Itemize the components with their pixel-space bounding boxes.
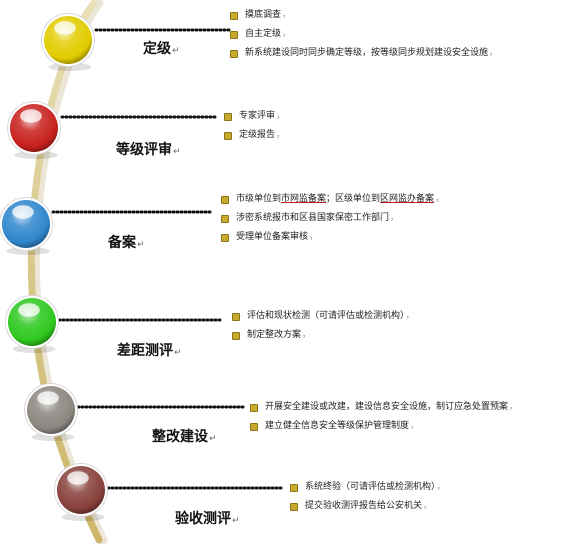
end-mark: ， bbox=[282, 29, 292, 39]
orb-highlight bbox=[20, 109, 42, 123]
end-mark: ， bbox=[405, 311, 415, 321]
paragraph-mark: ↵ bbox=[173, 147, 181, 157]
stage-item-text: 市网监备案 bbox=[281, 194, 327, 204]
stage-item: 系统终验（可请评估或检测机构）， bbox=[290, 478, 446, 497]
stage-item-list: 评估和现状检测（可请评估或检测机构），制定整改方案， bbox=[232, 307, 415, 345]
stage-title-text: 定级 bbox=[143, 41, 171, 57]
stage-item-text: 涉密系统报市和区县国家保密工作部门 bbox=[236, 213, 390, 223]
stage-title: 整改建设↵ bbox=[152, 426, 217, 446]
stage-item: 定级报告， bbox=[224, 126, 285, 145]
stage-item: 摸底调查， bbox=[230, 6, 498, 25]
stage-item: 评估和现状检测（可请评估或检测机构）， bbox=[232, 307, 415, 326]
end-mark: ， bbox=[423, 501, 433, 511]
bullet-icon bbox=[221, 196, 229, 204]
stage-orb bbox=[5, 295, 59, 353]
stage-orb bbox=[41, 13, 95, 71]
stage-item-text: 制定整改方案 bbox=[247, 330, 302, 340]
orb-highlight bbox=[18, 303, 40, 317]
orb-highlight bbox=[54, 21, 76, 35]
stage-item-list: 开展安全建设或改建，建设信息安全设施，制订应急处置预案，建立健全信息安全等级保护… bbox=[250, 398, 518, 436]
bullet-icon bbox=[230, 12, 238, 20]
bullet-icon bbox=[232, 313, 240, 321]
end-mark: ， bbox=[276, 130, 286, 140]
stage-title-text: 备案 bbox=[108, 235, 136, 251]
stage-item-text: ；区级单位到 bbox=[326, 194, 381, 204]
bullet-icon bbox=[290, 484, 298, 492]
stage-item: 建立健全信息安全等级保护管理制度， bbox=[250, 417, 518, 436]
end-mark: ， bbox=[410, 421, 420, 431]
stage-item: 开展安全建设或改建，建设信息安全设施，制订应急处置预案， bbox=[250, 398, 518, 417]
stage-title: 验收测评↵ bbox=[175, 508, 240, 528]
stage-item-text: 受理单位备案审核 bbox=[236, 232, 309, 242]
stage-item: 自主定级， bbox=[230, 25, 498, 44]
orb-highlight bbox=[67, 471, 89, 485]
end-mark: ， bbox=[390, 213, 400, 223]
track-shadow bbox=[30, 0, 108, 544]
stage-item: 新系统建设同时同步确定等级，按等级同步规划建设安全设施， bbox=[230, 44, 498, 63]
bullet-icon bbox=[221, 215, 229, 223]
stage-title-text: 差距测评 bbox=[117, 343, 173, 359]
bullet-icon bbox=[290, 503, 298, 511]
bullet-icon bbox=[221, 234, 229, 242]
stage-item-text: 新系统建设同时同步确定等级，按等级同步规划建设安全设施 bbox=[245, 48, 489, 58]
end-mark: ， bbox=[435, 194, 445, 204]
stage-title-text: 验收测评 bbox=[175, 511, 231, 527]
stage-item: 受理单位备案审核， bbox=[221, 228, 444, 247]
stage-title: 差距测评↵ bbox=[117, 340, 182, 360]
stage-item-text: 自主定级 bbox=[245, 29, 282, 39]
stage-title: 定级↵ bbox=[143, 38, 180, 58]
stage-item-text: 评估和现状检测（可请评估或检测机构） bbox=[247, 311, 405, 321]
bullet-icon bbox=[250, 404, 258, 412]
end-mark: ， bbox=[282, 10, 292, 20]
end-mark: ， bbox=[489, 48, 499, 58]
stage-title-text: 整改建设 bbox=[152, 429, 208, 445]
stage-item: 提交验收测评报告给公安机关， bbox=[290, 497, 446, 516]
paragraph-mark: ↵ bbox=[137, 240, 145, 250]
paragraph-mark: ↵ bbox=[232, 516, 240, 526]
stage-item-text: 提交验收测评报告给公安机关 bbox=[305, 501, 423, 511]
stage-title: 等级评审↵ bbox=[116, 139, 181, 159]
stage-item: 市级单位到市网监备案；区级单位到区网监办备案， bbox=[221, 190, 444, 209]
stage-item-list: 系统终验（可请评估或检测机构），提交验收测评报告给公安机关， bbox=[290, 478, 446, 516]
bullet-icon bbox=[230, 31, 238, 39]
stage-orb bbox=[0, 197, 53, 255]
paragraph-mark: ↵ bbox=[209, 434, 217, 444]
end-mark: ， bbox=[276, 111, 286, 121]
bullet-icon bbox=[224, 113, 232, 121]
stage-item: 专家评审， bbox=[224, 107, 285, 126]
stage-title: 备案↵ bbox=[108, 232, 145, 252]
stage-item: 涉密系统报市和区县国家保密工作部门， bbox=[221, 209, 444, 228]
paragraph-mark: ↵ bbox=[172, 46, 180, 56]
end-mark: ， bbox=[302, 330, 312, 340]
end-mark: ， bbox=[509, 402, 519, 412]
stage-item-text: 区网监办备案 bbox=[380, 194, 435, 204]
orb-highlight bbox=[12, 205, 34, 219]
stage-orb bbox=[54, 463, 108, 521]
bullet-icon bbox=[250, 423, 258, 431]
paragraph-mark: ↵ bbox=[174, 348, 182, 358]
stage-item-list: 专家评审，定级报告， bbox=[224, 107, 285, 145]
stage-item-text: 系统终验（可请评估或检测机构） bbox=[305, 482, 436, 492]
stage-orb bbox=[7, 101, 61, 159]
stage-item-list: 市级单位到市网监备案；区级单位到区网监办备案，涉密系统报市和区县国家保密工作部门… bbox=[221, 190, 444, 247]
end-mark: ， bbox=[309, 232, 319, 242]
bullet-icon bbox=[224, 132, 232, 140]
bullet-icon bbox=[230, 50, 238, 58]
stage-orb bbox=[24, 383, 78, 441]
stage-item-text: 市级单位到 bbox=[236, 194, 282, 204]
orb-highlight bbox=[37, 391, 59, 405]
stage-item-list: 摸底调查，自主定级，新系统建设同时同步确定等级，按等级同步规划建设安全设施， bbox=[230, 6, 498, 63]
stage-item-text: 专家评审 bbox=[239, 111, 276, 121]
stage-item-text: 摸底调查 bbox=[245, 10, 282, 20]
stage-item-text: 开展安全建设或改建，建设信息安全设施，制订应急处置预案 bbox=[265, 402, 509, 412]
stage-item-text: 建立健全信息安全等级保护管理制度 bbox=[265, 421, 410, 431]
stage-title-text: 等级评审 bbox=[116, 142, 172, 158]
bullet-icon bbox=[232, 332, 240, 340]
end-mark: ， bbox=[436, 482, 446, 492]
stage-item: 制定整改方案， bbox=[232, 326, 415, 345]
stage-item-text: 定级报告 bbox=[239, 130, 276, 140]
